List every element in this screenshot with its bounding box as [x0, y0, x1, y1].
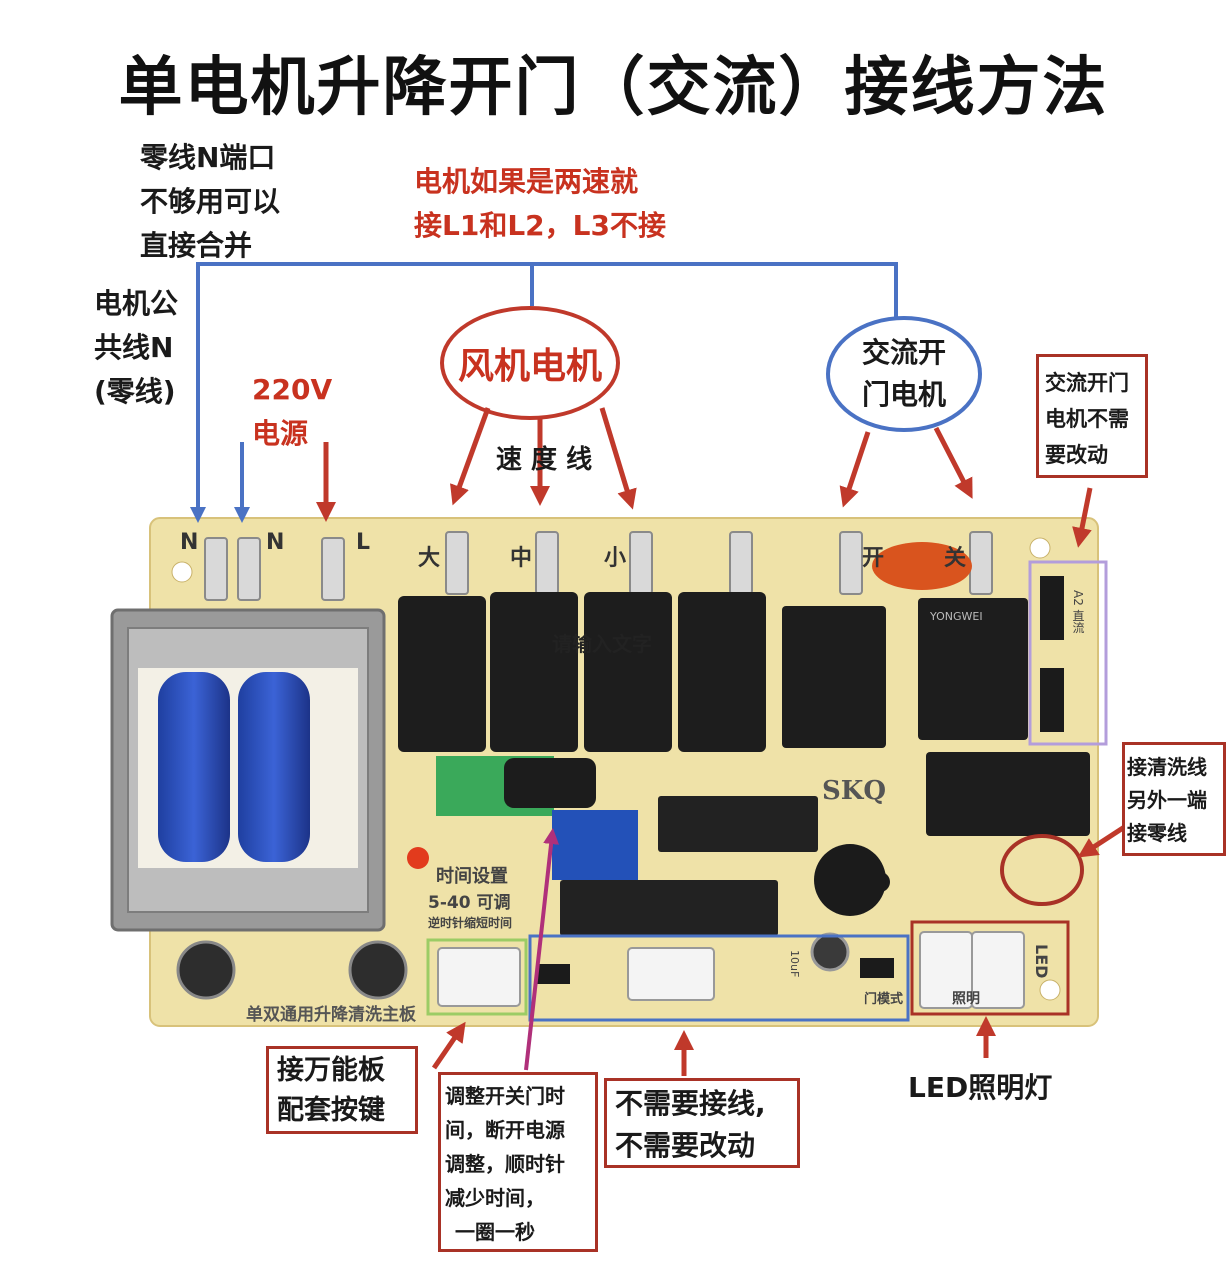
note-two-speed: 电机如果是两速就 接L1和L2，L3不接	[414, 165, 666, 242]
board-bottom-text: 单双通用升降清洗主板	[246, 1005, 416, 1025]
jumpers	[536, 576, 1064, 984]
jumper-box	[1028, 560, 1108, 746]
note-universal-board: 接万能板 配套按键	[266, 1046, 418, 1134]
pin-label-open: 开	[862, 546, 885, 571]
timer-hint: 逆时针缩短时间	[428, 916, 513, 930]
red-arrows	[316, 407, 1128, 1076]
board-relay-text: YONGWEI	[930, 610, 983, 623]
neutral-bus-lines	[190, 262, 898, 523]
timer-range: 5-40 可调	[428, 893, 511, 913]
note-adjust-time: 调整开关门时 间，断开电源 调整，顺时针 减少时间， 一圈一秒	[438, 1072, 598, 1252]
fan-motor-ellipse: 风机电机	[440, 306, 620, 420]
board-jumper-text: A2 直流	[1071, 590, 1085, 634]
red-led	[407, 847, 429, 869]
note-clean-wire: 接清洗线 另外一端 接零线	[1122, 742, 1226, 856]
note-neutral-port: 零线N端口 不够用可以 直接合并	[140, 141, 281, 262]
board-led-text: LED	[1032, 944, 1051, 979]
note-led-light: LED照明灯	[908, 1071, 1053, 1104]
timer-label: 时间设置	[436, 866, 508, 887]
button-port-box	[426, 938, 528, 1016]
timer-adjust-arrow	[524, 828, 560, 1071]
pin-label-mid: 中	[510, 546, 533, 571]
board-mode-text: 门模式	[864, 992, 904, 1007]
page-title: 单电机升降开门（交流）接线方法	[118, 51, 1109, 125]
note-speed-wire: 速 度 线	[496, 445, 593, 475]
no-wiring-box	[528, 934, 910, 1022]
led-port-box	[910, 920, 1070, 1016]
pin-label-low: 小	[604, 546, 627, 571]
potentiometer	[552, 810, 638, 880]
pin-label-close: 关	[944, 546, 967, 571]
buzzer	[814, 844, 886, 916]
board-light-text: 照明	[952, 991, 980, 1007]
board-brand: SKQ	[822, 776, 887, 806]
pin-label-l: L	[356, 530, 371, 555]
clean-terminal-circle	[1000, 834, 1084, 906]
pin-label-high: 大	[418, 546, 441, 571]
pin-label-n1: N	[180, 530, 199, 555]
note-power: 220V 电源	[252, 373, 333, 450]
ac-door-motor-ellipse: 交流开 门电机	[826, 316, 982, 432]
watermark-text: 请输入文字	[552, 632, 652, 656]
note-ac-door-no-change: 交流开门 电机不需 要改动	[1036, 354, 1148, 478]
rf-module	[436, 756, 596, 816]
terminal-pins	[204, 531, 993, 601]
orange-capacitor	[872, 542, 972, 590]
pin-label-n2: N	[266, 530, 285, 555]
relays	[398, 592, 1090, 836]
transformer	[110, 608, 386, 932]
note-no-wiring: 不需要接线, 不需要改动	[604, 1078, 800, 1168]
white-connectors	[437, 931, 1025, 1009]
electrolytic-capacitors	[176, 932, 850, 1000]
board-cap-text: 10uF	[788, 950, 801, 978]
ic-chips	[560, 796, 818, 936]
note-motor-common: 电机公 共线N (零线)	[94, 287, 179, 408]
